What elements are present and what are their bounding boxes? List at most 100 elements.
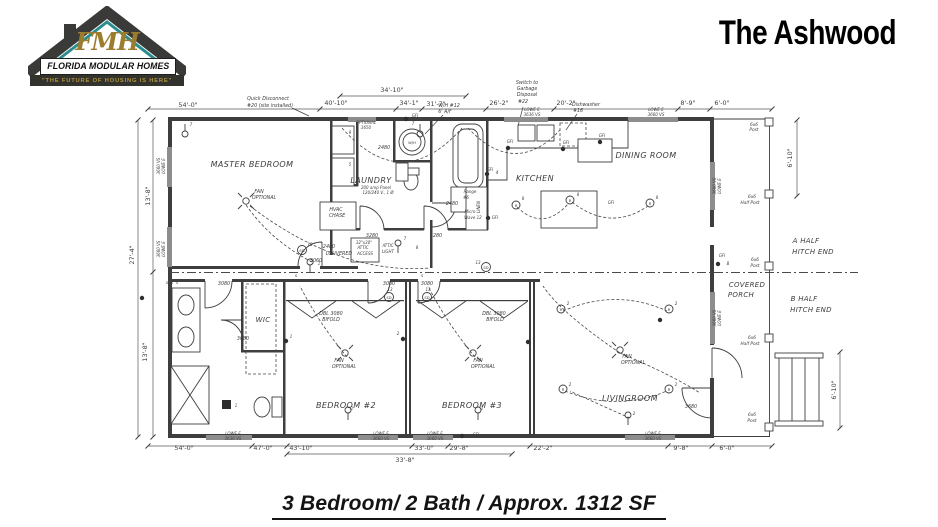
plan-label: Half Post bbox=[740, 200, 759, 206]
plan-label: 22'-2" bbox=[533, 444, 552, 452]
plan-label: Half Post bbox=[740, 341, 759, 347]
plan-label: GFI bbox=[563, 140, 570, 145]
plan-label: Post bbox=[750, 263, 759, 269]
plan-label: SD bbox=[424, 296, 429, 300]
plan-label: 3660 VS bbox=[156, 240, 161, 257]
sink bbox=[177, 294, 195, 316]
plan-label: 120/240 V., 1 Ø bbox=[363, 190, 395, 195]
porch-post bbox=[764, 261, 774, 271]
plan-label: 8 bbox=[416, 245, 419, 250]
plan-label: FAN bbox=[254, 189, 264, 195]
plan-label: LOWE E bbox=[161, 241, 166, 257]
porch-post bbox=[764, 117, 774, 127]
plan-label: BIFOLD bbox=[322, 317, 340, 323]
plan-label: 33'-0" bbox=[414, 444, 433, 452]
plan-label: 2 bbox=[567, 301, 570, 306]
porch-post bbox=[764, 189, 774, 199]
plan-label: 3080 bbox=[421, 281, 433, 287]
plan-label: 8 bbox=[522, 196, 525, 201]
plan-label: S bbox=[295, 274, 298, 278]
dryer bbox=[331, 157, 355, 187]
plan-caption-text: 3 Bedroom/ 2 Bath / Approx. 1312 SF bbox=[272, 492, 666, 520]
room-label-kitchen: KITCHEN bbox=[516, 174, 554, 183]
room-label-covered-porch: COVERED bbox=[729, 281, 766, 289]
plan-label: 3660 VS bbox=[373, 436, 390, 441]
plan-label: 6' A/F bbox=[438, 109, 452, 115]
plan-label: S bbox=[421, 274, 424, 278]
plan-label: 32"x30" bbox=[356, 240, 372, 245]
plan-label: FAN bbox=[334, 358, 344, 364]
plan-label: LOWE E bbox=[373, 431, 389, 436]
plan-label: 47'-0" bbox=[253, 444, 272, 452]
hvac-chase-box bbox=[319, 201, 357, 231]
plan-label: OPTIONAL bbox=[621, 360, 646, 366]
logo-company-name: FLORIDA MODULAR HOMES bbox=[46, 61, 170, 72]
plan-label: 3636 VS bbox=[225, 436, 242, 441]
plan-label: S bbox=[171, 281, 174, 285]
room-label-wic: WIC bbox=[256, 316, 271, 324]
plan-label: DBL 3080 bbox=[319, 311, 342, 317]
plan-label: GFI bbox=[492, 215, 499, 220]
electrical-symbols bbox=[139, 116, 721, 439]
plan-label: LOWE E bbox=[427, 431, 443, 436]
plan-label: SD bbox=[483, 266, 488, 270]
plan-label: 3660 VS bbox=[648, 112, 665, 117]
plan-label: 1 bbox=[290, 334, 293, 339]
logo-banner: "THE FUTURE OF HOUSING IS HERE" bbox=[30, 75, 184, 86]
plan-label: 13 bbox=[307, 242, 313, 247]
plan-label: Range bbox=[464, 189, 477, 194]
plan-label: Switch to bbox=[516, 80, 538, 86]
refrigerator bbox=[577, 138, 613, 163]
plan-label: 1 bbox=[351, 406, 354, 411]
plan-label: 34'-1" bbox=[399, 99, 418, 107]
recessed-light-symbol bbox=[511, 195, 674, 394]
plan-label: LINEN bbox=[476, 201, 481, 213]
plan-label: 3660 VS bbox=[712, 177, 717, 194]
room-label-dining-room: DINING ROOM bbox=[615, 151, 676, 160]
plan-label: 29'-8" bbox=[449, 444, 468, 452]
plan-label: 2 bbox=[675, 382, 678, 387]
room-label-livingroom: LIVINGROOM bbox=[602, 394, 658, 403]
plan-label: 54'-0" bbox=[174, 444, 193, 452]
plan-label: R bbox=[562, 388, 565, 392]
plan-label: S bbox=[176, 281, 179, 285]
plan-label: Micro bbox=[465, 209, 476, 214]
plan-label: 6x6 bbox=[751, 257, 759, 263]
plan-label: OPTIONAL bbox=[252, 195, 277, 201]
room-label-bedroom-3: BEDROOM #3 bbox=[442, 401, 502, 410]
plan-label: 200 amp Panel bbox=[361, 185, 392, 190]
plan-label: 4 bbox=[496, 170, 499, 175]
room-label-laundry: LAUNDRY bbox=[350, 176, 392, 185]
plan-label: 100A bbox=[458, 434, 469, 439]
logo-monogram: FMH bbox=[75, 27, 139, 56]
plan-label: Wave 12 bbox=[464, 215, 482, 220]
plan-label: 40'-10" bbox=[324, 99, 347, 107]
plan-label: LOWE E bbox=[717, 178, 722, 194]
plan-label: GFI bbox=[487, 167, 494, 172]
plan-label: 43'-10" bbox=[289, 444, 312, 452]
plan-label: OPTIONAL bbox=[356, 120, 376, 125]
windows bbox=[167, 117, 715, 440]
ceiling-light-symbol bbox=[181, 124, 632, 425]
plan-label: 6x6 bbox=[748, 412, 756, 418]
logo-tagline: "THE FUTURE OF HOUSING IS HERE" bbox=[41, 77, 173, 84]
plan-label: HITCH END bbox=[790, 306, 832, 314]
bifold-closet-doors bbox=[287, 300, 529, 319]
plan-label: 3660 VS bbox=[645, 436, 662, 441]
plan-label: 3280 bbox=[430, 233, 442, 239]
plan-label: 6x6 bbox=[748, 335, 756, 341]
plan-label: LOWE E bbox=[648, 107, 664, 112]
porch-outline bbox=[712, 118, 770, 437]
attic-access-box bbox=[350, 237, 380, 263]
plan-label: PORCH bbox=[728, 291, 755, 299]
plan-label: LIGHT bbox=[382, 249, 395, 254]
plan-label: HVAC bbox=[329, 207, 343, 213]
stairs bbox=[778, 355, 820, 423]
plan-label: 2 bbox=[533, 335, 536, 340]
plan-label: 3650 bbox=[361, 125, 372, 130]
plan-label: 6'-10" bbox=[830, 380, 838, 399]
plan-label: FAN bbox=[622, 354, 632, 360]
dishwasher bbox=[559, 122, 587, 147]
plan-label: 3636 VS bbox=[524, 112, 541, 117]
